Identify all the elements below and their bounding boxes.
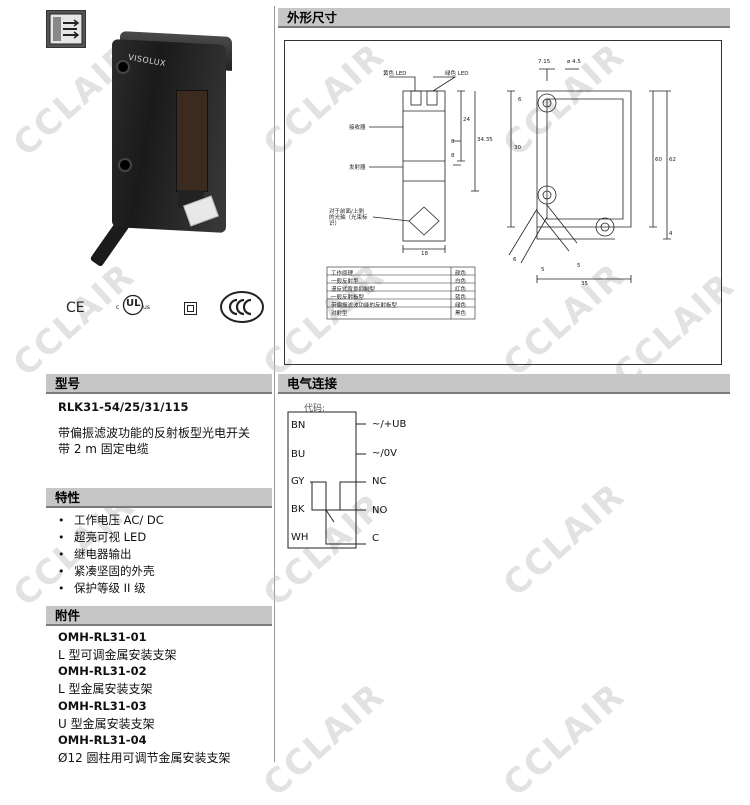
label-receiver: 接收器 (349, 125, 366, 131)
section-header-features: 特性 (46, 488, 272, 508)
dim-35: 35 (581, 281, 588, 287)
class-ii-icon (184, 302, 197, 315)
wire-gy: GY (291, 476, 305, 487)
dim-30: 30 (514, 145, 521, 151)
table-header-principle: 工作原理 (331, 271, 354, 277)
table-row-color: 红色 (455, 287, 467, 293)
terminal-nc: NC (372, 476, 387, 487)
dim-62: 62 (669, 157, 676, 163)
table-row-color: 蓝色 (455, 295, 467, 301)
dim-8: 8 (451, 139, 455, 145)
accessory-desc: L 型可调金属安装支架 (58, 648, 177, 662)
model-number: RLK31-54/25/31/115 (58, 400, 189, 414)
label-emitter: 发射器 (349, 165, 366, 171)
list-item: 工作电压 AC/ DC (58, 512, 164, 529)
watermark: CCLAIR (495, 675, 634, 805)
sensor-symbol-icon (46, 10, 86, 48)
accessory-code: OMH-RL31-01 (58, 630, 147, 644)
ccc-mark-icon (219, 290, 265, 324)
table-row-name: 一般反射型 (331, 279, 359, 285)
watermark: CCLAIR (495, 475, 634, 605)
ce-mark-icon: CE (66, 300, 85, 316)
dim-34-35: 34.35 (477, 137, 493, 143)
wiring-code-label: 代码: (304, 404, 326, 414)
dim-60: 60 (655, 157, 662, 163)
dim-5b: 5 (577, 263, 581, 269)
table-row-name: 漫反式背景抑制型 (331, 287, 376, 293)
watermark: CCLAIR (255, 675, 394, 805)
section-header-electrical: 电气连接 (278, 374, 730, 394)
column-divider (274, 6, 275, 762)
dim-6: 6 (518, 97, 522, 103)
list-item: 超亮可视 LED (58, 529, 164, 546)
dim-24: 24 (463, 117, 470, 123)
dim-4-5: ø 4.5 (567, 59, 581, 65)
dim-8b: 8 (451, 153, 455, 159)
product-cable-note: 带 2 m 固定电缆 (58, 442, 149, 456)
dim-18: 18 (421, 251, 428, 257)
wire-bn: BN (291, 420, 306, 431)
terminal-no: NO (372, 505, 388, 516)
wire-wh: WH (291, 532, 309, 543)
accessory-code: OMH-RL31-02 (58, 664, 147, 678)
section-header-model: 型号 (46, 374, 272, 394)
terminal-0v: ~/0V (372, 448, 397, 459)
label-led-yellow: 黄色 LED (383, 71, 407, 77)
accessory-code: OMH-RL31-04 (58, 733, 147, 747)
list-item: 继电器输出 (58, 546, 164, 563)
table-row-name: 带偏振滤波功能的反射板型 (331, 303, 398, 309)
wire-bk: BK (291, 504, 305, 515)
table-row-color: 黑色 (455, 311, 467, 317)
dim-7-15: 7.15 (538, 59, 551, 65)
dim-4: 4 (669, 231, 673, 237)
label-optical-axis: 对于前面/上侧的光轴（光束标识） (329, 209, 368, 227)
dimension-drawing: 黄色 LED 绿色 LED 接收器 发射器 对于前面/上侧的光轴（光束标识） 7… (284, 40, 722, 365)
sensor-lens (176, 90, 208, 192)
accessory-desc: L 型金属安装支架 (58, 682, 153, 696)
dim-5a: 5 (541, 267, 545, 273)
table-row-color: 绿色 (455, 303, 467, 309)
label-led-green: 绿色 LED (445, 71, 469, 77)
mounting-hole (118, 158, 132, 172)
wire-bu: BU (291, 449, 306, 460)
feature-list: 工作电压 AC/ DC 超亮可视 LED 继电器输出 紧凑坚固的外壳 保护等级 … (58, 512, 164, 597)
table-header-color: 颜色 (455, 271, 467, 277)
terminal-c: C (372, 533, 379, 544)
terminal-ub: ~/+UB (372, 419, 407, 430)
accessory-desc: Ø12 圆柱用可调节金属安装支架 (58, 751, 231, 765)
ul-mark-icon: UL c us (112, 294, 154, 316)
watermark: CCLAIR (5, 255, 144, 385)
list-item: 紧凑坚固的外壳 (58, 563, 164, 580)
mounting-hole (116, 60, 130, 74)
accessory-code: OMH-RL31-03 (58, 699, 147, 713)
wiring-diagram (286, 410, 456, 550)
table-row-name: 一般反射板型 (331, 295, 365, 301)
section-header-accessories: 附件 (46, 606, 272, 626)
dim-6b: 6 (513, 257, 517, 263)
table-row-color: 白色 (455, 279, 467, 285)
section-header-dimensions: 外形尺寸 (278, 8, 730, 28)
table-row-name: 对射型 (331, 311, 348, 317)
accessory-desc: U 型金属安装支架 (58, 717, 155, 731)
product-description: 带偏振滤波功能的反射板型光电开关 (58, 426, 251, 440)
list-item: 保护等级 II 级 (58, 580, 164, 597)
